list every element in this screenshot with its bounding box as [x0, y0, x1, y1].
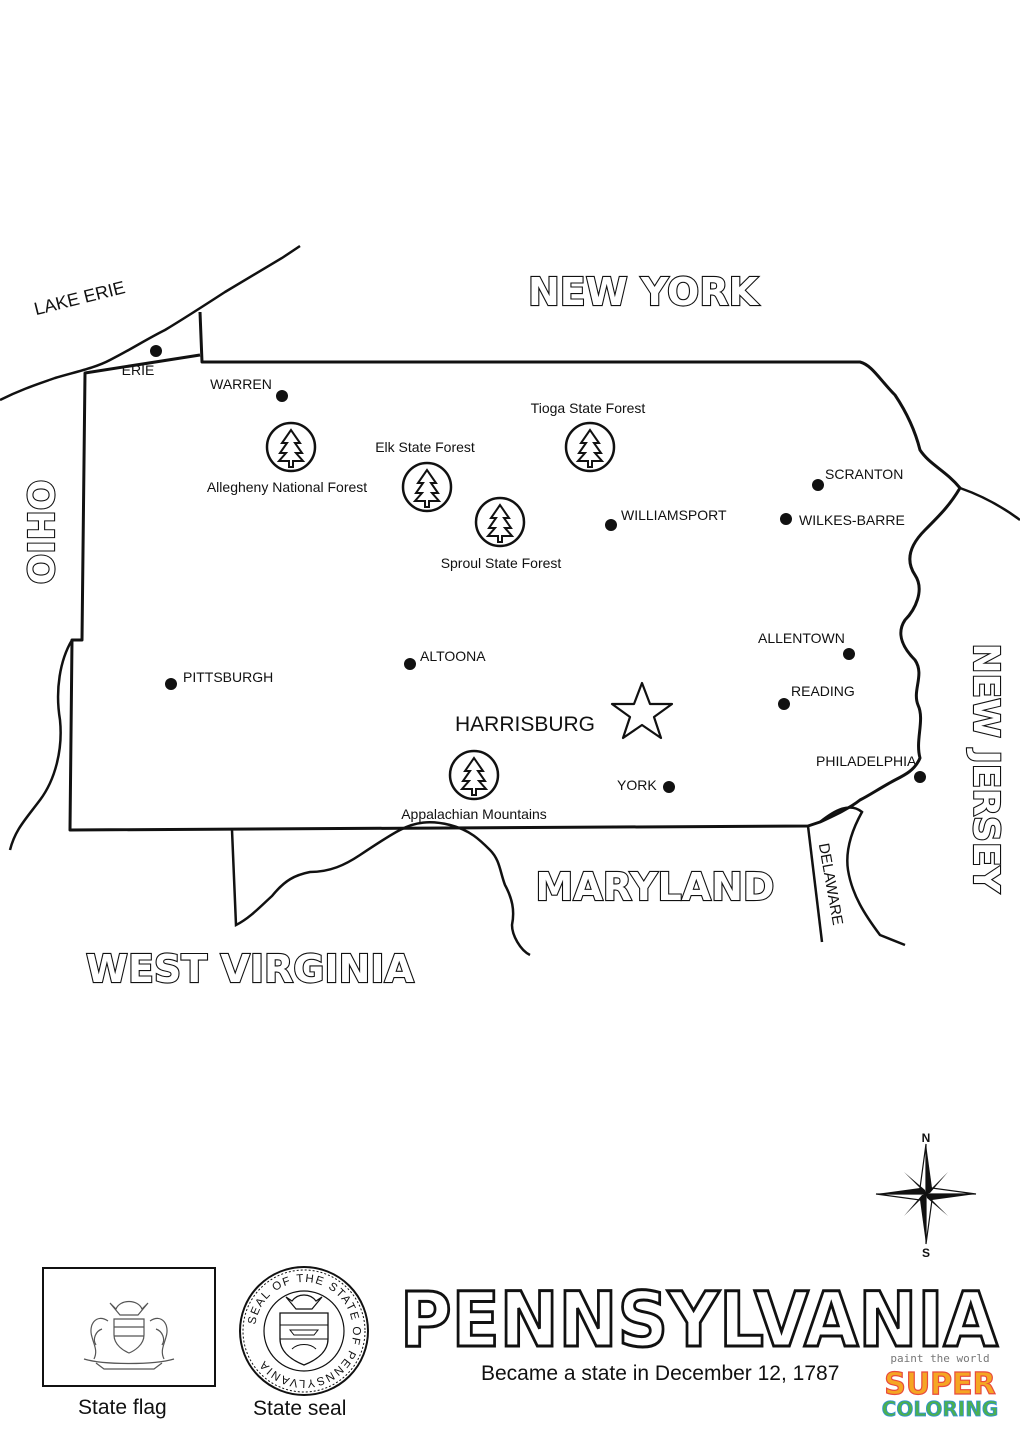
west-virginia-border [230, 821, 531, 957]
state-label-maryland: MARYLAND [536, 865, 775, 909]
delaware-river [819, 806, 906, 947]
city-dot-philadelphia [914, 771, 926, 783]
city-dot-scranton [812, 479, 824, 491]
delaware-border [806, 825, 824, 943]
city-dot-altoona [404, 658, 416, 670]
super-coloring-logo: paint the world SUPER COLORING [881, 1352, 999, 1420]
city-dot-pittsburgh [165, 678, 177, 690]
statehood-subtitle: Became a state in December 12, 1787 [481, 1362, 840, 1385]
city-markers [150, 345, 926, 793]
seal-caption: State seal [253, 1397, 347, 1420]
city-label-york: YORK [617, 777, 657, 793]
flag-coat-of-arms-icon [83, 1300, 175, 1370]
capital-label-harrisburg: HARRISBURG [455, 713, 595, 736]
logo-word-super: SUPER [884, 1367, 996, 1402]
tree-icon-elk [401, 461, 453, 513]
forest-label-tioga: Tioga State Forest [531, 400, 646, 416]
state-seal: SEAL OF THE STATE OF PENNSYLVANIA [239, 1266, 369, 1396]
tree-icon-allegheny [265, 421, 317, 473]
city-dot-williamsport [605, 519, 617, 531]
state-label-new-york: NEW YORK [528, 270, 760, 314]
logo-word-coloring: COLORING [882, 1397, 999, 1420]
logo-tagline: paint the world [890, 1352, 989, 1365]
lake-erie-shoreline [0, 244, 301, 402]
city-dot-wilkes-barre [780, 513, 792, 525]
state-label-west-virginia: WEST VIRGINIA [86, 947, 414, 991]
seal-eagle-icon [285, 1294, 323, 1310]
forest-label-allegheny: Allegheny National Forest [207, 479, 367, 495]
compass-rose-icon: N S [875, 1131, 977, 1260]
city-label-erie: ERIE [122, 362, 155, 378]
city-dot-york [663, 781, 675, 793]
city-label-pittsburgh: PITTSBURGH [183, 669, 273, 685]
city-label-altoona: ALTOONA [420, 648, 486, 664]
page-title-container: PENNSYLVANIA [399, 1276, 1000, 1356]
state-label-ohio: OHIO [19, 480, 60, 585]
new-york-new-jersey-border [959, 486, 1020, 522]
state-label-new-jersey: NEW JERSEY [965, 643, 1006, 893]
lake-erie-label: LAKE ERIE [32, 277, 127, 319]
city-label-reading: READING [791, 683, 855, 699]
pennsylvania-border [68, 311, 962, 832]
ohio-border [8, 639, 74, 851]
city-dot-warren [276, 390, 288, 402]
flag-caption: State flag [78, 1396, 167, 1419]
city-label-warren: WARREN [210, 376, 272, 392]
tree-icon-sproul [474, 496, 526, 548]
forest-label-elk: Elk State Forest [375, 439, 475, 455]
city-label-wilkes-barre: WILKES-BARRE [799, 512, 905, 528]
page-title: PENNSYLVANIA [400, 1276, 998, 1356]
compass-south-label: S [922, 1246, 930, 1260]
tree-icon-appalachian [448, 749, 500, 801]
tree-icon-tioga [564, 421, 616, 473]
city-label-williamsport: WILLIAMSPORT [621, 507, 727, 523]
forest-label-sproul: Sproul State Forest [441, 555, 562, 571]
city-dot-allentown [843, 648, 855, 660]
city-dot-erie [150, 345, 162, 357]
compass-north-label: N [922, 1131, 931, 1145]
capital-star-icon [610, 681, 674, 740]
city-dot-reading [778, 698, 790, 710]
city-label-philadelphia: PHILADELPHIA [816, 753, 917, 769]
state-flag [42, 1267, 216, 1387]
city-label-allentown: ALLENTOWN [758, 630, 845, 646]
forest-label-appalachian: Appalachian Mountains [401, 806, 547, 822]
city-label-scranton: SCRANTON [825, 466, 903, 482]
